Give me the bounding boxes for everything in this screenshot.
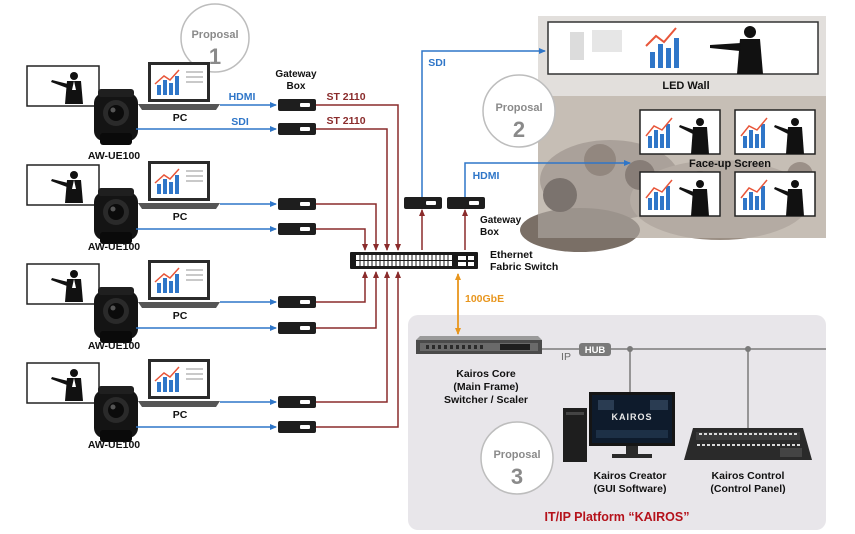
ptz-camera-2-icon: [94, 188, 138, 244]
core-label-2: (Main Frame): [453, 381, 518, 393]
pc-2-icon: [137, 160, 221, 210]
led-wall-label: LED Wall: [662, 80, 709, 92]
st2110-lines: [316, 104, 468, 428]
st2110-label-1: ST 2110: [326, 91, 365, 103]
gateway-box-6: [278, 322, 316, 334]
gateway-box-7: [278, 396, 316, 408]
proposal-2-label: Proposal: [495, 102, 542, 114]
camera-3-label: AW-UE100: [88, 340, 140, 352]
sdi-label-input: SDI: [231, 116, 249, 128]
camera-2-label: AW-UE100: [88, 241, 140, 253]
faceup-screen-4: [734, 171, 816, 217]
proposal-1-number: 1: [209, 44, 221, 69]
pc-4-icon: [137, 358, 221, 408]
gateway-label-top-2: Box: [287, 81, 306, 92]
bandwidth-label: 100GbE: [465, 293, 504, 305]
input-signal-lines: [136, 102, 277, 430]
camera-1-label: AW-UE100: [88, 150, 140, 162]
faceup-screen-1: [639, 109, 721, 155]
hub-badge: HUB: [579, 343, 611, 356]
proposal-1-label: Proposal: [191, 29, 238, 41]
core-label-3: Switcher / Scaler: [444, 394, 528, 406]
proposal-3-badge: Proposal 3: [480, 421, 554, 495]
gateway-box-3: [278, 198, 316, 210]
pc-4-label: PC: [173, 409, 188, 421]
hdmi-label-output: HDMI: [473, 170, 500, 182]
faceup-screen-label: Face-up Screen: [689, 158, 771, 170]
faceup-screen-3: [639, 171, 721, 217]
core-label-1: Kairos Core: [456, 368, 516, 380]
sdi-label-output: SDI: [428, 57, 446, 69]
ip-label: IP: [561, 351, 571, 363]
pc-1-icon: [137, 61, 221, 111]
creator-label-2: (GUI Software): [594, 483, 667, 495]
creator-screen-logo: KAIROS: [611, 412, 652, 422]
creator-label-1: Kairos Creator: [594, 470, 667, 482]
proposal-2-number: 2: [513, 117, 525, 142]
pc-3-label: PC: [173, 310, 188, 322]
st2110-label-2: ST 2110: [326, 115, 365, 127]
control-label-1: Kairos Control: [712, 470, 785, 482]
proposal-3-number: 3: [511, 464, 523, 489]
gateway-label-out-1: Gateway: [480, 215, 522, 226]
ptz-camera-3-icon: [94, 287, 138, 343]
switch-label-2: Fabric Switch: [490, 261, 558, 273]
pc-1-label: PC: [173, 112, 188, 124]
gateway-box-2: [278, 123, 316, 135]
output-signal-lines: [421, 48, 631, 197]
gateway-box-8: [278, 421, 316, 433]
gateway-box-out-2: [447, 197, 485, 209]
pc-3-icon: [137, 259, 221, 309]
gateway-label-top-1: Gateway: [275, 69, 317, 80]
gateway-box-5: [278, 296, 316, 308]
kairos-core-device: [416, 336, 542, 354]
gateway-box-out-1: [404, 197, 442, 209]
ptz-camera-1-icon: [94, 89, 138, 145]
gateway-box-1: [278, 99, 316, 111]
platform-title: IT/IP Platform “KAIROS”: [545, 510, 690, 524]
control-label-2: (Control Panel): [710, 483, 785, 495]
kairos-control-panel: [684, 428, 812, 460]
pc-2-label: PC: [173, 211, 188, 223]
hdmi-label-input: HDMI: [229, 91, 256, 103]
proposal-3-label: Proposal: [493, 449, 540, 461]
faceup-screen-2: [734, 109, 816, 155]
switch-label-1: Ethernet: [490, 249, 533, 261]
gateway-box-4: [278, 223, 316, 235]
camera-4-label: AW-UE100: [88, 439, 140, 451]
led-wall: [547, 21, 819, 75]
proposal-1-badge: Proposal 1: [180, 3, 250, 73]
proposal-2-badge: Proposal 2: [482, 74, 556, 148]
gateway-label-out-2: Box: [480, 227, 499, 238]
ethernet-fabric-switch: [350, 252, 478, 269]
ptz-camera-4-icon: [94, 386, 138, 442]
kairos-creator-workstation: [563, 392, 675, 462]
hub-label: HUB: [585, 345, 606, 356]
